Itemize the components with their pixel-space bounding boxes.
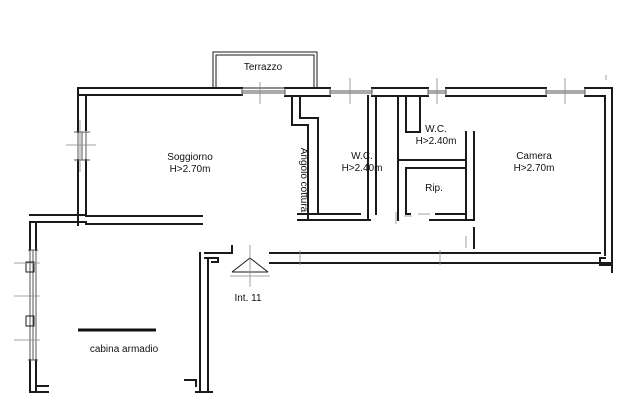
wc-top-label: W.C. xyxy=(425,124,447,135)
soggiorno-height-label: H>2.70m xyxy=(170,164,211,175)
angolo-cottura-label: Angolo cottura xyxy=(298,148,309,213)
camera-label: Camera xyxy=(516,151,552,162)
wc-left-height-label: H>2.40m xyxy=(342,163,383,174)
terrazzo-label: Terrazzo xyxy=(244,62,283,73)
cabina-armadio-label: cabina armadio xyxy=(90,344,159,355)
entrance-marker xyxy=(230,245,270,287)
windows xyxy=(14,75,607,361)
wc-top-height-label: H>2.40m xyxy=(416,136,457,147)
ripostiglio-label: Rip. xyxy=(425,183,443,194)
wc-left-label: W.C. xyxy=(351,151,373,162)
terrace-outline xyxy=(212,51,318,89)
soggiorno-label: Soggiorno xyxy=(167,152,213,163)
interior-walls xyxy=(291,95,475,249)
camera-height-label: H>2.70m xyxy=(514,163,555,174)
entrance-label: Int. 11 xyxy=(234,293,261,304)
exterior-walls xyxy=(29,87,613,393)
